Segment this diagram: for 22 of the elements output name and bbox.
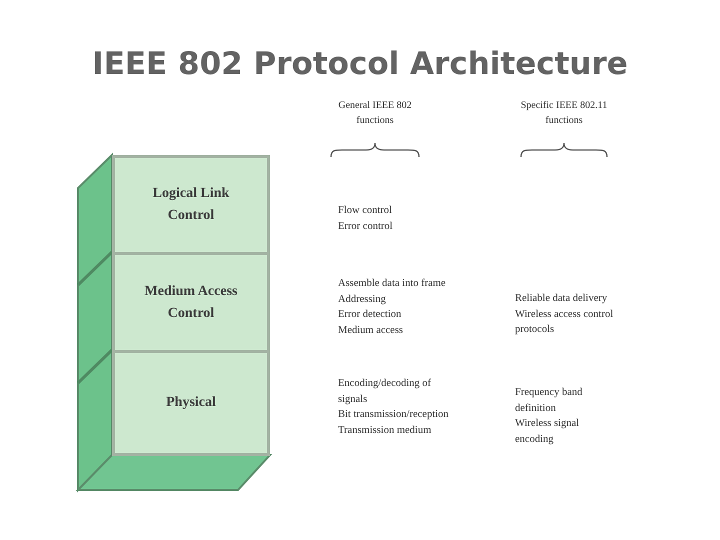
column-heading: Specific IEEE 802.11 functions (520, 99, 608, 128)
function-text: Transmission medium (338, 424, 432, 438)
function-text: Flow control (338, 204, 393, 218)
title: IEEE 802 Protocol Architecture (92, 46, 628, 82)
function-text: Bit transmission/reception (338, 408, 450, 422)
function-text: Assemble data into frame (338, 277, 447, 291)
function-text: Wireless signal encoding (515, 417, 580, 446)
layer-name: Physical (166, 394, 216, 412)
layer-box (112, 350, 270, 456)
layer-box (112, 252, 270, 353)
function-text: Encoding/decoding of signals (338, 377, 432, 406)
function-text: Medium access (338, 324, 404, 338)
function-text: Error control (338, 220, 394, 234)
function-text: Addressing (338, 292, 387, 306)
function-text: Wireless access control protocols (515, 308, 614, 337)
function-text: Frequency band definition (515, 386, 584, 416)
layer-name: Medium Access Control (144, 282, 238, 322)
column-heading: General IEEE 802 functions (337, 99, 413, 128)
function-text: Error detection (338, 308, 402, 322)
function-text: Reliable data delivery (515, 292, 608, 306)
layer-name: Logical Link Control (152, 185, 230, 225)
layer-box (112, 155, 270, 255)
